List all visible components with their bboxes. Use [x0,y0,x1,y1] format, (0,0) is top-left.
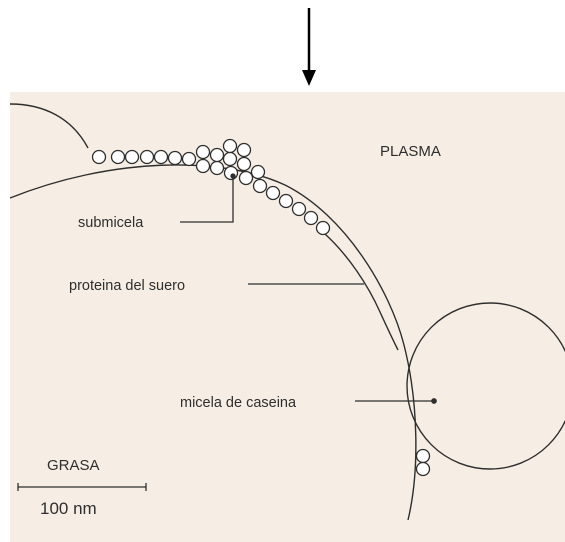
submicelle [238,144,251,157]
submicelle [155,151,168,164]
submicelle [317,222,330,235]
submicelle [267,187,280,200]
submicelle [280,195,293,208]
submicelle-label: submicela [78,215,144,231]
down-arrow-icon [302,8,316,86]
submicelle [169,152,182,165]
fat-label: GRASA [47,457,100,474]
casein-leader-dot [432,399,436,403]
submicelle [252,166,265,179]
whey-protein-label: proteina del suero [69,278,185,294]
plasma-label: PLASMA [380,143,441,160]
submicelle [112,151,125,164]
casein-micelle-label: micela de caseina [180,395,297,411]
submicelle [417,450,430,463]
submicelle [240,172,253,185]
submicelle [197,160,210,173]
submicelle [93,151,106,164]
submicelle [126,151,139,164]
scale-label: 100 nm [40,499,97,518]
submicelle [417,463,430,476]
submicelle [224,153,237,166]
submicelle [305,212,318,225]
submicelle [197,146,210,159]
submicelle [238,158,251,171]
submicelle-leader-dot [231,174,235,178]
submicelle [224,140,237,153]
submicelle [211,149,224,162]
submicelle [183,153,196,166]
submicelle [254,180,267,193]
submicelle [141,151,154,164]
submicelle [293,203,306,216]
submicelle [211,162,224,175]
